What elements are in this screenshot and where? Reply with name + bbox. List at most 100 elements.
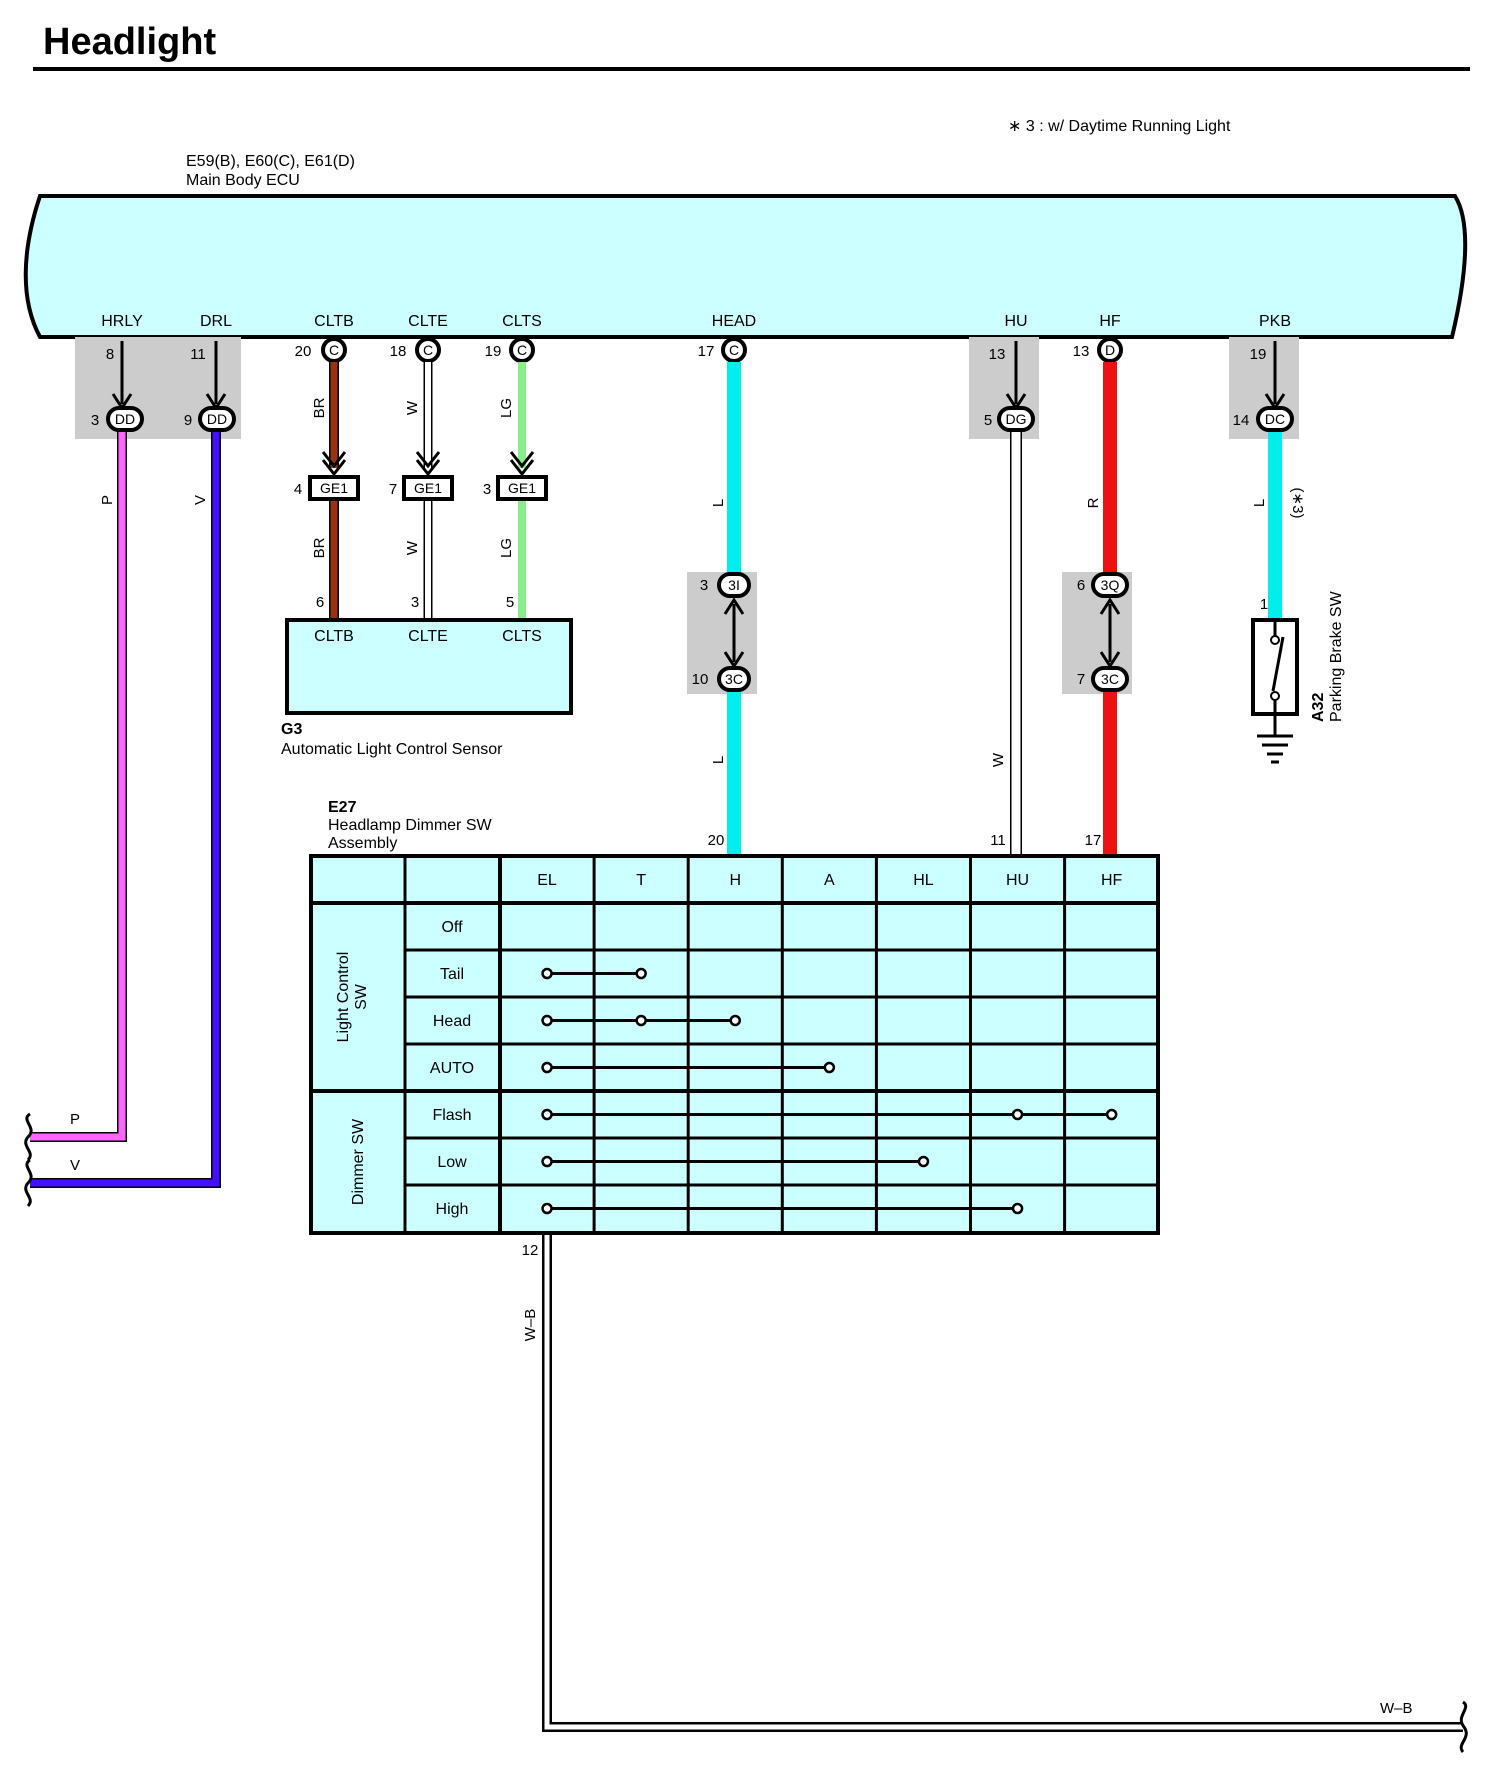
terminal-head: HEAD [712, 313, 756, 330]
switch-pin-hf: 17 [1085, 832, 1102, 849]
junction-label: 3I [728, 577, 740, 593]
sensor-pin: 6 [316, 594, 324, 611]
wire-color-w: W [990, 752, 1007, 767]
sensor-terminal: CLTS [502, 628, 542, 645]
continuity-node-icon [823, 1061, 836, 1074]
continuity-node-icon [541, 967, 553, 980]
ecu-connector-label: C [329, 342, 339, 358]
row-label-auto: AUTO [430, 1060, 474, 1077]
junction-pin: 6 [1077, 577, 1085, 594]
group-label: Light Control [335, 952, 352, 1043]
ecu-connector-c [721, 337, 747, 363]
pin-head: 17 [698, 343, 715, 360]
row-label-low: Low [437, 1154, 467, 1171]
wire-wb [544, 1235, 1463, 1730]
connector-pin: 3 [483, 481, 491, 498]
connector-dg [997, 406, 1035, 432]
break-mark-icon [24, 1158, 33, 1208]
junction-pin: 10 [692, 671, 709, 688]
terminal-pkb: PKB [1259, 313, 1291, 330]
terminal-hf: HF [1099, 313, 1121, 330]
junction-3q [1091, 572, 1129, 598]
continuity-node-icon [1105, 1108, 1118, 1121]
break-mark-icon [24, 1112, 33, 1162]
row-label-high: High [436, 1201, 469, 1218]
wire-color-r: R [1085, 497, 1102, 508]
pin-pkb: 19 [1250, 346, 1267, 363]
wire-color-l: L [710, 499, 727, 507]
column-header-a: A [824, 872, 835, 889]
wire-p [30, 432, 126, 1141]
continuity-node-icon [635, 967, 647, 980]
parking-brake-pin: 1 [1260, 596, 1268, 613]
continuity-node-icon [541, 1061, 553, 1074]
continuity-node-icon [917, 1155, 930, 1168]
switch-name-2: Assembly [328, 835, 397, 852]
pin-clts: 19 [485, 343, 502, 360]
light-control-sensor [285, 618, 573, 715]
ecu-connector-label: C [423, 342, 433, 358]
sensor-terminal: CLTB [314, 628, 354, 645]
switch-pin-h: 20 [708, 832, 725, 849]
sensor-code: G3 [281, 721, 302, 738]
wire-color-l: L [1251, 499, 1268, 507]
junction-3c [717, 666, 751, 692]
ecu-connector-c [509, 337, 535, 363]
wire-color-br: BR [311, 397, 328, 418]
connector-label: DG [1006, 411, 1027, 427]
ecu-connector-d [1097, 337, 1123, 363]
wire-color-lg: LG [498, 538, 515, 558]
wire-color-wb: W–B [522, 1309, 539, 1342]
sensor-terminal: CLTE [408, 628, 448, 645]
column-header-el: EL [537, 872, 557, 889]
wire-color-br: BR [311, 537, 328, 558]
ecu-connector-c [321, 337, 347, 363]
column-header-h: H [729, 872, 741, 889]
wire-p-outline [30, 432, 127, 1142]
connector-pin: 4 [294, 481, 302, 498]
connector-label: DC [1265, 411, 1285, 427]
row-label-tail: Tail [440, 966, 464, 983]
connector-label: GE1 [414, 480, 442, 496]
connector-dd-2 [198, 406, 236, 432]
connector-dc [1256, 406, 1294, 432]
ground-icon [1257, 734, 1293, 764]
wire-color-w: W [404, 400, 421, 415]
junction-label: 3C [725, 671, 743, 687]
continuity-node-icon [541, 1202, 553, 1215]
pin-hf: 13 [1073, 343, 1090, 360]
connector-label: DD [207, 411, 227, 427]
wire-color-wb-right: W–B [1380, 1700, 1413, 1717]
column-header-hl: HL [913, 872, 934, 889]
sensor-pin: 5 [506, 594, 514, 611]
wire-color-v: V [192, 495, 209, 505]
ecu-name: Main Body ECU [186, 172, 300, 189]
row-label-head: Head [433, 1013, 471, 1030]
connector-ge1-3 [496, 475, 548, 501]
group-label: SW [353, 983, 370, 1010]
continuity-node-icon [541, 1155, 553, 1168]
ecu-code: E59(B), E60(C), E61(D) [186, 153, 355, 170]
ecu-connector-c [415, 337, 441, 363]
parking-brake-name: Parking Brake SW [1328, 590, 1345, 722]
junction-3c-hf [1091, 666, 1129, 692]
connector-pin: 5 [984, 412, 992, 429]
footnote-ref: (∗3) [1289, 488, 1306, 519]
terminal-drl: DRL [200, 313, 232, 330]
connector-label: GE1 [320, 480, 348, 496]
sensor-name: Automatic Light Control Sensor [281, 741, 503, 758]
parking-brake-code: A32 [1310, 693, 1327, 722]
double-arrow-icon [321, 451, 347, 477]
wire-color-v-left: V [70, 1157, 80, 1174]
wire-v [30, 432, 220, 1187]
junction-label: 3C [1101, 671, 1119, 687]
switch-code: E27 [328, 799, 357, 816]
ecu-connector-label: C [517, 342, 527, 358]
continuity-node-icon [541, 1108, 553, 1121]
group-label: Dimmer SW [350, 1118, 367, 1205]
wire-color-lg: LG [498, 398, 515, 418]
pin-clte: 18 [390, 343, 407, 360]
continuity-node-icon [541, 1014, 553, 1027]
double-arrow-icon [415, 451, 441, 477]
